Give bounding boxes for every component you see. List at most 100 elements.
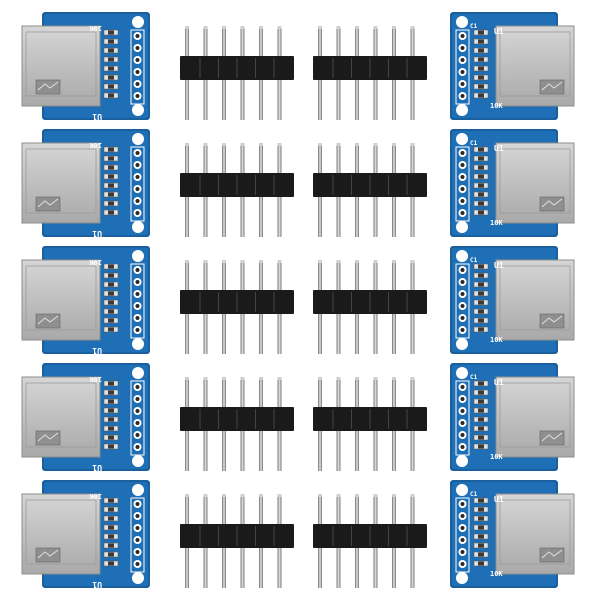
pin-tip [203, 26, 208, 29]
slot-frame [25, 265, 97, 331]
pin-tip [259, 143, 263, 146]
mounting-hole [456, 484, 468, 496]
resistor-body [108, 381, 114, 386]
pin-header-strip [180, 26, 294, 120]
pin-tip [392, 377, 396, 380]
pin-tip [318, 143, 322, 146]
pin-tip [240, 143, 245, 146]
resistor-body [478, 426, 484, 431]
pin-header-outline [130, 263, 145, 339]
pin-hole [460, 304, 465, 308]
pin-tip [318, 377, 322, 380]
pin-hole [135, 385, 140, 389]
latch-spring [541, 315, 563, 325]
resistor-body [108, 84, 114, 89]
pin-header-outline [455, 146, 470, 222]
pin-hole [460, 70, 465, 74]
pin-header-outline [130, 497, 145, 573]
pin-tip [277, 494, 282, 497]
silk-ic-ref: U1 [494, 27, 504, 36]
silk-ic-ref: U1 [92, 346, 102, 355]
pin-hole [135, 433, 140, 437]
pin-tip [410, 143, 415, 146]
pin-hole [135, 199, 140, 203]
pin-hole [460, 526, 465, 530]
slot-frame [25, 499, 97, 565]
resistor-body [108, 30, 114, 35]
pin-hole [135, 280, 140, 284]
pin-tip [318, 494, 322, 497]
pin-tip [259, 377, 263, 380]
resistor-body [478, 552, 484, 557]
sd-card-slot [21, 259, 101, 341]
sd-card-slot [495, 493, 575, 575]
silk-resistor-value: 10K [89, 24, 102, 32]
resistor-body [108, 543, 114, 548]
pin-hole [135, 502, 140, 506]
pin-hole [135, 163, 140, 167]
pin-hole [460, 199, 465, 203]
resistor-body [478, 156, 484, 161]
pin-hole [135, 151, 140, 155]
pin-tip [355, 494, 359, 497]
pin-hole [460, 328, 465, 332]
pin-hole [135, 562, 140, 566]
silk-resistor-value: 10K [89, 258, 102, 266]
mounting-hole [456, 455, 468, 467]
pin-hole [135, 304, 140, 308]
pin-header-strip [313, 143, 427, 237]
pin-hole [460, 409, 465, 413]
pin-hole [135, 82, 140, 86]
resistor-body [478, 381, 484, 386]
pin-tip [336, 26, 341, 29]
pin-tip [355, 377, 359, 380]
pin-hole [460, 82, 465, 86]
resistor-body [108, 561, 114, 566]
resistor-body [108, 66, 114, 71]
pin-hole [135, 292, 140, 296]
resistor-body [478, 417, 484, 422]
resistor-body [478, 318, 484, 323]
pin-hole [460, 268, 465, 272]
pin-tip [222, 377, 226, 380]
resistor-body [478, 507, 484, 512]
resistor-body [108, 390, 114, 395]
pin-tip [259, 26, 263, 29]
mounting-hole [456, 221, 468, 233]
pin-hole [460, 94, 465, 98]
resistor-body [108, 93, 114, 98]
sd-card-slot [21, 493, 101, 575]
silk-cap-ref: C1 [470, 257, 478, 264]
pin-hole [460, 211, 465, 215]
pin-tip [185, 377, 189, 380]
pin-hole [135, 46, 140, 50]
pin-header-outline [455, 263, 470, 339]
resistor-body [108, 291, 114, 296]
pin-hole [460, 538, 465, 542]
slot-frame [25, 31, 97, 97]
pin-hole [460, 316, 465, 320]
pin-hole [135, 268, 140, 272]
resistor-body [108, 552, 114, 557]
latch-spring [541, 432, 563, 442]
pin-tip [373, 143, 378, 146]
pin-tip [410, 494, 415, 497]
resistor-body [478, 300, 484, 305]
resistor-body [108, 444, 114, 449]
pin-tip [203, 377, 208, 380]
pin-tip [259, 260, 263, 263]
pin-header-strip [313, 260, 427, 354]
resistor-body [108, 525, 114, 530]
resistor-body [478, 525, 484, 530]
resistor-body [108, 399, 114, 404]
resistor-body [478, 264, 484, 269]
pin-hole [460, 562, 465, 566]
pin-hole [460, 151, 465, 155]
pin-hole [135, 409, 140, 413]
pin-hole [135, 34, 140, 38]
sd-card-slot [495, 142, 575, 224]
